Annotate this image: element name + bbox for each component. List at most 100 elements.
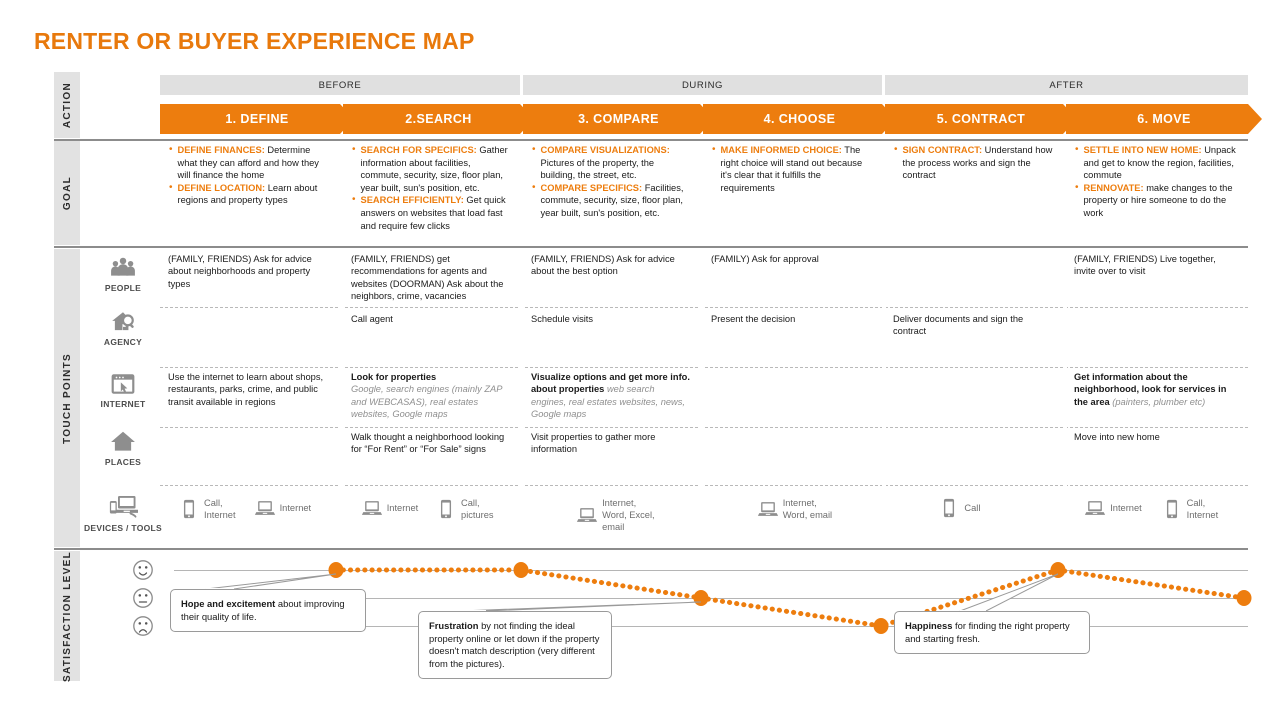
touchpoint-cell: (FAMILY) Ask for approval: [711, 254, 819, 264]
rail-goal: GOAL: [54, 141, 80, 245]
goal-item-key: DEFINE LOCATION:: [177, 182, 266, 193]
goal-item-text: SEARCH FOR SPECIFICS: Gather information…: [360, 145, 508, 193]
stage-6[interactable]: 6. MOVE: [1066, 104, 1262, 134]
goal-cell-3: •COMPARE VISUALIZATIONS: Pictures of the…: [532, 144, 701, 220]
device-label: Call,pictures: [461, 498, 494, 521]
goal-item-text: SEARCH EFFICIENTLY: Get quick answers on…: [360, 195, 506, 231]
device-label: Internet,Word, email: [782, 498, 833, 521]
touchpoint-cell: (FAMILY, FRIENDS) Ask for advice about t…: [531, 254, 675, 277]
touchpoint-cell: Deliver documents and sign the contract: [893, 314, 1024, 337]
touchpoint-cell: Visualize options and get more info. abo…: [531, 371, 702, 421]
satisfaction-point-5[interactable]: [1050, 562, 1066, 578]
goal-item: •SEARCH FOR SPECIFICS: Gather informatio…: [352, 144, 511, 194]
phase-before: BEFORE: [160, 75, 520, 95]
bullet-icon: •: [894, 144, 898, 155]
goal-item: •SIGN CONTRACT: Understand how the proce…: [894, 144, 1054, 182]
goal-item-text: MAKE INFORMED CHOICE: The right choice w…: [720, 145, 863, 193]
goal-item-key: COMPARE SPECIFICS:: [540, 182, 643, 193]
goal-item: •COMPARE SPECIFICS: Facilities, commute,…: [532, 182, 691, 220]
goal-item-key: SIGN CONTRACT:: [902, 145, 983, 155]
goal-item-text: DEFINE FINANCES: Determine what they can…: [177, 145, 319, 181]
laptop-icon: [757, 502, 778, 517]
touchpoint-cell: Move into new home: [1074, 432, 1160, 442]
device-label: Call,Internet: [204, 498, 236, 521]
phone-icon: [183, 500, 195, 519]
stage-4[interactable]: 4. CHOOSE: [703, 104, 896, 134]
stage-5[interactable]: 5. CONTRACT: [885, 104, 1077, 134]
goal-cell-4: • MAKE INFORMED CHOICE: The right choice …: [712, 144, 883, 194]
device-item: Call: [938, 497, 980, 519]
touchpoint-cell: (FAMILY, FRIENDS) Live together, invite …: [1074, 254, 1216, 277]
touchpoint-icon-places: PLACES: [88, 429, 158, 467]
device-label: Internet: [1110, 502, 1142, 513]
touchpoint-row-label: PEOPLE: [104, 283, 142, 293]
bullet-icon: •: [712, 144, 716, 155]
phone-icon: [440, 500, 452, 519]
column-gap: [520, 249, 524, 547]
touchpoints-grid: PEOPLE (FAMILY, FRIENDS) Ask for advice a…: [84, 249, 1248, 547]
goal-item-text: SETTLE INTO NEW HOME: Unpack and get to …: [1083, 145, 1236, 181]
devices-icon: [109, 496, 138, 518]
bullet-icon: •: [1075, 181, 1079, 193]
satisfaction-point-4[interactable]: [873, 618, 889, 634]
touchpoint-cell: Use the internet to learn about shops, r…: [168, 372, 324, 407]
device-label: Internet: [279, 502, 312, 513]
bullet-icon: •: [169, 144, 173, 155]
touchpoint-row-label: DEVICES / TOOLS: [83, 523, 163, 533]
stage-1[interactable]: 1. DEFINE: [160, 104, 354, 134]
rail-satisfaction: SATISFACTION LEVEL: [54, 551, 80, 682]
satisfaction-callout-3: Happiness for finding the right property…: [894, 611, 1090, 655]
touchpoint-cell: Schedule visits: [531, 314, 594, 324]
touchpoint-cell: Visit properties to gather more informat…: [531, 432, 656, 455]
touchpoint-cell: Present the decision: [711, 314, 796, 324]
satisfaction-point-1[interactable]: [328, 562, 344, 578]
column-gap: [1063, 249, 1067, 547]
touchpoint-row-divider: [160, 367, 1248, 368]
stage-3[interactable]: 3. COMPARE: [523, 104, 714, 134]
device-item: Call,pictures: [435, 497, 494, 521]
people-icon: [111, 257, 135, 276]
satisfaction-point-2[interactable]: [513, 562, 529, 578]
section-divider: [54, 548, 1248, 550]
device-item: Internet: [361, 497, 418, 519]
stage-label: 4. CHOOSE: [763, 112, 836, 126]
stage-2[interactable]: 2.SEARCH: [343, 104, 534, 134]
touchpoint-icon-devices: DEVICES / TOOLS: [80, 491, 166, 533]
agency-icon: [112, 312, 134, 331]
device-item: Internet,Word, Excel,email: [576, 497, 655, 534]
goal-item-key: SEARCH EFFICIENTLY:: [360, 195, 464, 206]
section-divider: [54, 246, 1248, 248]
satisfaction-point-6[interactable]: [1236, 590, 1252, 606]
touchpoint-row-label: PLACES: [104, 457, 142, 467]
column-gap: [340, 249, 344, 547]
goal-item: • RENNOVATE: make changes to the property…: [1075, 182, 1239, 220]
laptop-icon: [254, 501, 275, 515]
stage-label: 1. DEFINE: [225, 112, 289, 126]
device-item: Call,Internet: [1161, 497, 1218, 521]
phone-icon: [1166, 500, 1177, 519]
goal-item-key: SETTLE INTO NEW HOME:: [1083, 145, 1202, 155]
touchpoint-cell: Walk thought a neighborhood looking for …: [351, 432, 505, 455]
rail-goal-label: GOAL: [61, 175, 73, 211]
touchpoint-cell: Call agent: [351, 314, 393, 324]
goal-cell-5: •SIGN CONTRACT: Understand how the proce…: [894, 144, 1064, 182]
goal-item-text: RENNOVATE: make changes to the property …: [1083, 182, 1233, 218]
touchpoint-row-label: INTERNET: [100, 399, 146, 409]
laptop-icon: [1085, 501, 1106, 515]
device-label: Call: [964, 502, 981, 513]
device-item: Internet,Word, email: [757, 497, 832, 521]
touchpoint-cell-italic: Google, search engines (mainly ZAP and W…: [351, 384, 503, 420]
touchpoint-row-label: AGENCY: [103, 337, 143, 347]
phase-after: AFTER: [885, 75, 1248, 95]
page-title: RENTER OR BUYER EXPERIENCE MAP: [34, 28, 475, 54]
goal-item: •SETTLE INTO NEW HOME: Unpack and get to…: [1075, 144, 1239, 182]
satisfaction-point-3[interactable]: [693, 590, 709, 606]
goal-item-key: RENNOVATE:: [1083, 182, 1144, 193]
goal-item-key: DEFINE FINANCES:: [177, 145, 265, 155]
internet-icon: [111, 374, 135, 394]
touchpoint-icon-people: PEOPLE: [88, 255, 158, 293]
goal-item: •SEARCH EFFICIENTLY: Get quick answers o…: [352, 194, 511, 232]
touchpoint-icon-agency: AGENCY: [88, 309, 158, 347]
